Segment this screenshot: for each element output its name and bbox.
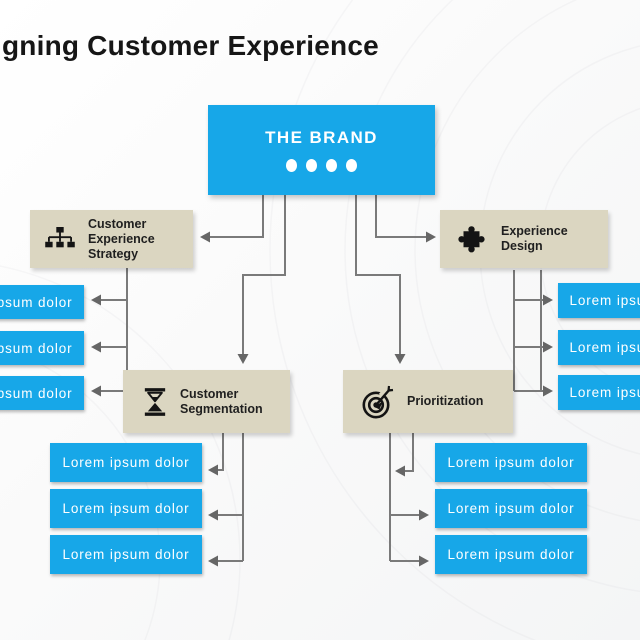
- node-label: Customer Experience Strategy: [88, 216, 155, 261]
- node-customer-experience-strategy: Customer Experience Strategy: [30, 210, 193, 268]
- leaf-left-2: Lorem ipsum dolor: [0, 331, 84, 365]
- brand-node: THE BRAND: [208, 105, 435, 195]
- node-label: Experience Design: [501, 224, 568, 253]
- node-customer-segmentation: Customer Segmentation: [123, 370, 290, 433]
- connector-brand-segmentation: [237, 194, 286, 364]
- leaf-bottom-left-3: Lorem ipsum dolor: [50, 535, 202, 574]
- connector-brand-prioritization: [355, 194, 406, 364]
- node-label: Customer Segmentation: [180, 386, 263, 416]
- connector-bl-1: [208, 433, 224, 476]
- slide-title: gning Customer Experience: [2, 30, 379, 61]
- leaf-right-1: Lorem ipsum dolor: [558, 283, 640, 318]
- target-icon: [360, 385, 394, 419]
- dot-icon: [306, 159, 317, 172]
- connector-brand-strategy: [200, 194, 264, 243]
- hourglass-icon: [143, 387, 167, 417]
- node-experience-design: Experience Design: [440, 210, 608, 268]
- brand-label: THE BRAND: [265, 128, 378, 147]
- leaf-right-2: Lorem ipsum dolor: [558, 330, 640, 365]
- puzzle-icon: [458, 224, 488, 254]
- dot-icon: [346, 159, 357, 172]
- node-prioritization: Prioritization: [343, 370, 513, 433]
- node-label: Prioritization: [407, 394, 484, 408]
- dot-icon: [326, 159, 337, 172]
- brand-dots: [286, 159, 357, 172]
- org-chart-icon: [45, 227, 75, 251]
- leaf-bottom-right-2: Lorem ipsum dolor: [435, 489, 587, 528]
- leaf-left-3: Lorem ipsum dolor: [0, 376, 84, 410]
- connector-br-1: [395, 433, 414, 477]
- leaf-bottom-right-3: Lorem ipsum dolor: [435, 535, 587, 574]
- connector-brand-design: [375, 194, 436, 243]
- leaf-bottom-left-2: Lorem ipsum dolor: [50, 489, 202, 528]
- leaf-right-3: Lorem ipsum dolor: [558, 375, 640, 410]
- leaf-bottom-left-1: Lorem ipsum dolor: [50, 443, 202, 482]
- leaf-left-1: Lorem ipsum dolor: [0, 285, 84, 319]
- dot-icon: [286, 159, 297, 172]
- leaf-bottom-right-1: Lorem ipsum dolor: [435, 443, 587, 482]
